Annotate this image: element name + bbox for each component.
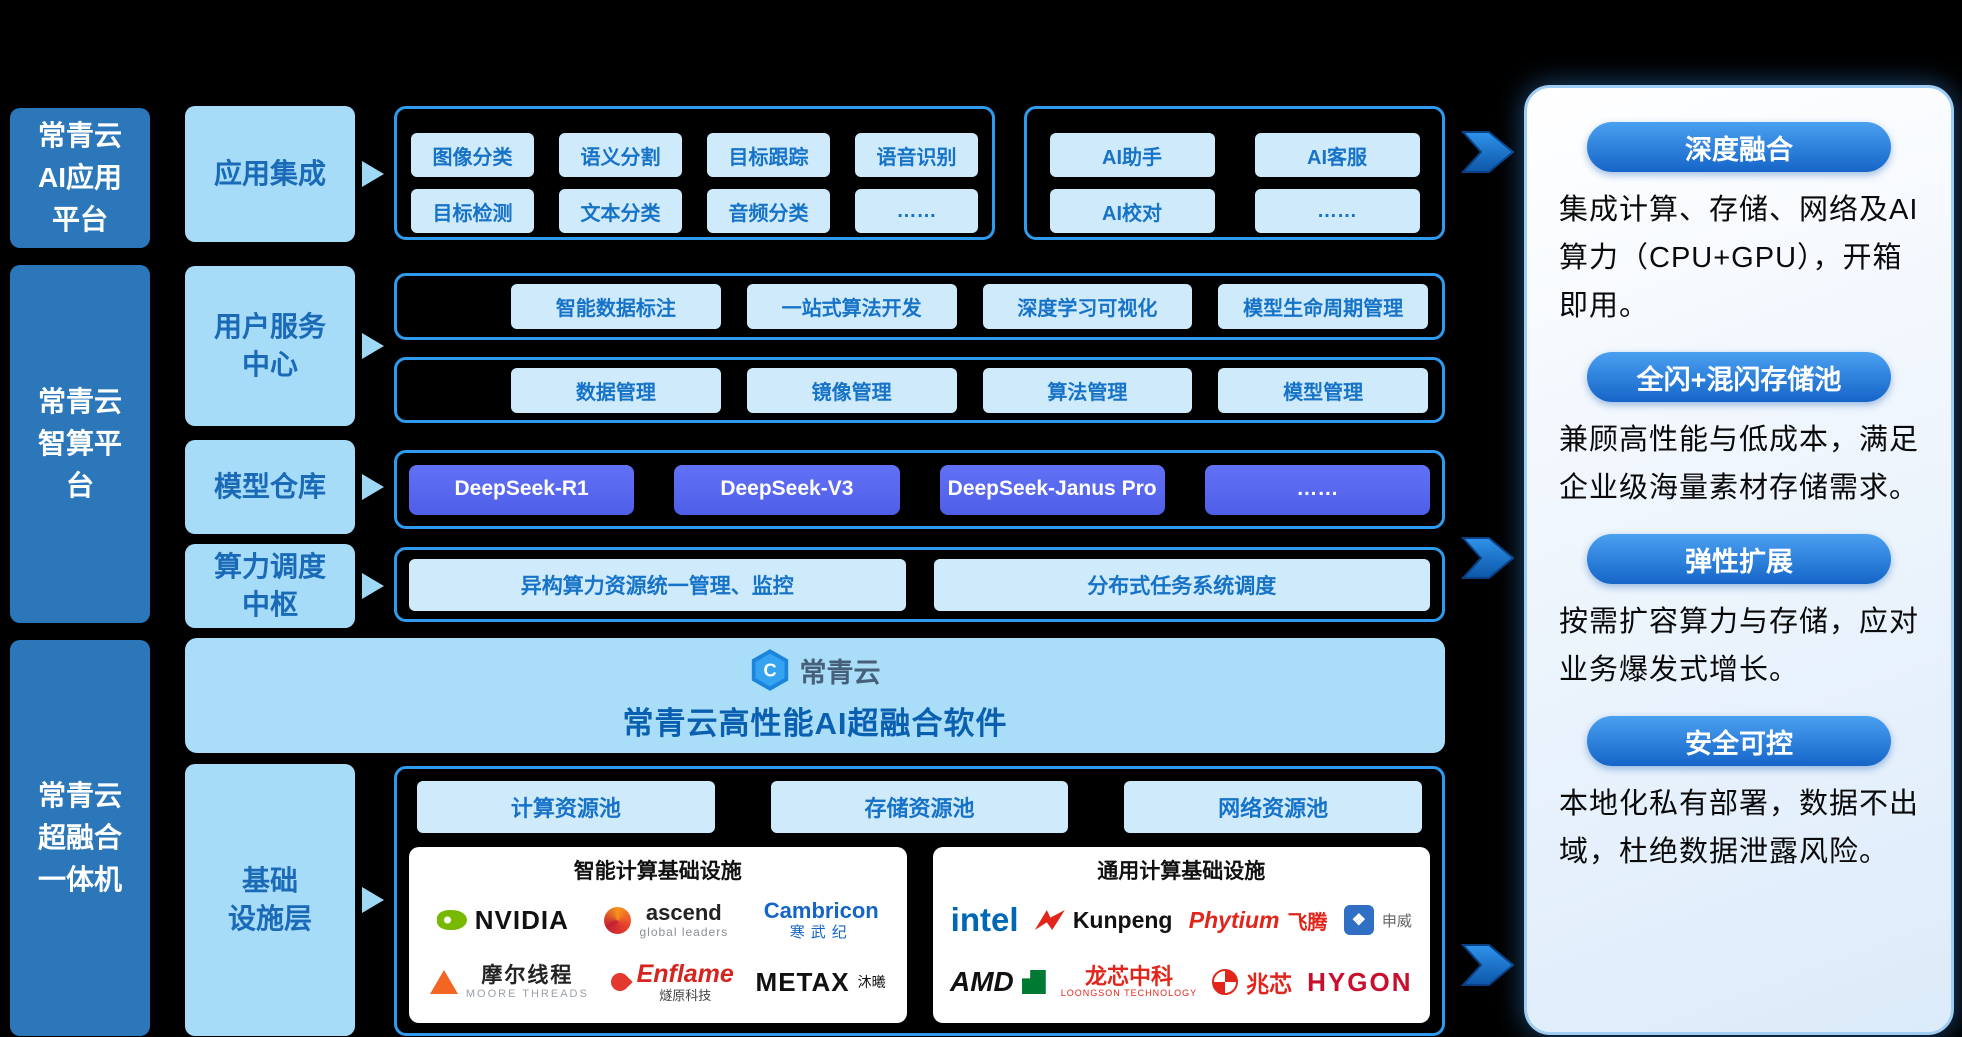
benefit-title-badge: 安全可控	[1587, 716, 1891, 766]
general-computing-title: 通用计算基础设施	[1097, 860, 1266, 883]
benefits-panel: 深度融合 集成计算、存储、网络及AI算力（CPU+GPU），开箱即用。 全闪+混…	[1524, 85, 1954, 1035]
metax-logo: METAX 沐曦	[755, 966, 886, 997]
layer-user-service-center: 用户服务 中心	[185, 266, 355, 426]
user-service-management-frame: 数据管理 镜像管理 算法管理 模型管理	[394, 357, 1445, 423]
app-integration-ai-frame: AI助手 AI客服 AI校对 ……	[1024, 106, 1445, 240]
benefit-body: 本地化私有部署，数据不出域，杜绝数据泄露风险。	[1559, 788, 1920, 868]
user-service-devtools-frame: 智能数据标注 一站式算法开发 深度学习可视化 模型生命周期管理	[394, 273, 1445, 340]
app-chip: AI助手	[1049, 133, 1215, 177]
ascend-logo: ascend global leaders	[604, 901, 728, 938]
kunpeng-bird-icon	[1034, 910, 1065, 930]
changqingyun-logo-icon: C	[751, 649, 788, 691]
scheduling-chip: 分布式任务系统调度	[933, 558, 1430, 611]
kunpeng-logo: Kunpeng	[1034, 907, 1172, 934]
arrow-right-icon	[362, 161, 384, 187]
loongson-logo: 龙芯中科 LOONGSON TECHNOLOGY	[1060, 963, 1198, 999]
amd-logo: AMD	[950, 966, 1046, 998]
nvidia-eye-icon	[436, 910, 467, 930]
app-chip: 音频分类	[707, 189, 830, 233]
arrow-right-icon	[362, 887, 384, 913]
app-chip: ……	[1254, 189, 1420, 233]
big-arrow-right-icon	[1460, 944, 1515, 986]
brand-row: C 常青云	[750, 648, 881, 692]
model-chip: DeepSeek-Janus Pro	[939, 464, 1165, 515]
platform-hyperconverged: 常青云 超融合 一体机	[10, 640, 150, 1036]
big-arrow-right-icon	[1460, 537, 1515, 579]
benefit-section: 弹性扩展 按需扩容算力与存储，应对业务爆发式增长。	[1559, 534, 1919, 694]
arrow-right-icon	[362, 474, 384, 500]
service-chip: 镜像管理	[746, 367, 957, 413]
layer-app-integration: 应用集成	[185, 106, 355, 242]
pool-chip: 网络资源池	[1124, 781, 1423, 833]
benefit-title-badge: 全闪+混闪存储池	[1587, 352, 1891, 402]
layer-model-repository: 模型仓库	[185, 440, 355, 534]
benefit-title-badge: 深度融合	[1587, 122, 1891, 172]
sunway-logo: 申威	[1343, 905, 1412, 935]
benefit-body: 按需扩容算力与存储，应对业务爆发式增长。	[1559, 606, 1920, 686]
service-chip: 深度学习可视化	[982, 284, 1193, 329]
benefit-body: 兼顾高性能与低成本，满足企业级海量素材存储需求。	[1559, 424, 1920, 504]
benefit-body: 集成计算、存储、网络及AI算力（CPU+GPU），开箱即用。	[1559, 194, 1919, 322]
model-chip: DeepSeek-V3	[674, 464, 900, 515]
moore-threads-logo: 摩尔线程 MOORE THREADS	[429, 964, 589, 1000]
software-title: 常青云高性能AI超融合软件	[622, 706, 1008, 741]
model-chip: ……	[1204, 464, 1430, 515]
moore-threads-triangle-icon	[429, 970, 458, 994]
zhaoxin-logo: 兆芯	[1212, 965, 1292, 999]
pool-chip: 存储资源池	[770, 781, 1069, 833]
benefit-section: 深度融合 集成计算、存储、网络及AI算力（CPU+GPU），开箱即用。	[1559, 122, 1919, 330]
sunway-square-icon	[1343, 905, 1374, 935]
service-chip: 一站式算法开发	[746, 284, 957, 329]
arrow-right-icon	[362, 573, 384, 599]
service-chip: 智能数据标注	[511, 284, 721, 329]
intel-logo: intel	[950, 901, 1019, 938]
amd-arrow-icon	[1021, 970, 1046, 994]
service-chip: 模型生命周期管理	[1218, 284, 1428, 329]
intelligent-computing-title: 智能计算基础设施	[573, 860, 742, 883]
model-repository-frame: DeepSeek-R1 DeepSeek-V3 DeepSeek-Janus P…	[394, 450, 1445, 529]
app-chip: 目标检测	[411, 189, 534, 233]
scheduling-chip: 异构算力资源统一管理、监控	[409, 558, 906, 611]
layer-infrastructure: 基础 设施层	[185, 764, 355, 1036]
platform-intelligent-computing: 常青云 智算平 台	[10, 265, 150, 623]
pool-chip: 计算资源池	[417, 781, 715, 833]
model-chip: DeepSeek-R1	[409, 464, 635, 515]
software-banner: C 常青云 常青云高性能AI超融合软件	[185, 638, 1445, 753]
benefit-section: 全闪+混闪存储池 兼顾高性能与低成本，满足企业级海量素材存储需求。	[1559, 352, 1919, 512]
compute-scheduling-frame: 异构算力资源统一管理、监控 分布式任务系统调度	[394, 547, 1445, 622]
app-chip: 语义分割	[559, 133, 682, 177]
service-chip: 算法管理	[982, 367, 1193, 413]
layer-compute-scheduling-hub: 算力调度 中枢	[185, 544, 355, 628]
cambricon-logo: Cambricon 寒武纪	[763, 897, 879, 941]
big-arrow-right-icon	[1460, 131, 1515, 173]
service-chip: 数据管理	[511, 367, 721, 413]
app-chip: 图像分类	[411, 133, 534, 177]
benefit-section: 安全可控 本地化私有部署，数据不出域，杜绝数据泄露风险。	[1559, 716, 1919, 876]
service-chip: 模型管理	[1218, 367, 1428, 413]
app-chip: ……	[855, 189, 978, 233]
arrow-right-icon	[362, 333, 384, 359]
intelligent-computing-box: 智能计算基础设施 NVIDIA ascend global leaders	[409, 847, 907, 1023]
hygon-logo: HYGON	[1307, 966, 1413, 997]
svg-text:C: C	[763, 660, 776, 680]
app-chip: 文本分类	[559, 189, 682, 233]
phytium-logo: Phytium 飞腾	[1188, 906, 1328, 934]
benefit-title-badge: 弹性扩展	[1587, 534, 1891, 584]
ascend-swirl-icon	[604, 906, 632, 934]
brand-name: 常青云	[799, 657, 881, 688]
zhaoxin-circle-icon	[1212, 969, 1239, 995]
general-computing-box: 通用计算基础设施 intel Kunpeng Phytium 飞腾	[932, 847, 1430, 1023]
nvidia-logo: NVIDIA	[436, 905, 569, 936]
app-chip: AI客服	[1254, 133, 1420, 177]
app-chip: 语音识别	[855, 133, 978, 177]
infrastructure-frame: 计算资源池 存储资源池 网络资源池 智能计算基础设施 NVIDIA ascend	[394, 766, 1445, 1036]
enflame-flame-icon	[606, 969, 633, 995]
app-chip: 目标跟踪	[707, 133, 830, 177]
app-chip: AI校对	[1049, 189, 1215, 233]
platform-ai-app: 常青云 AI应用 平台	[10, 108, 150, 248]
app-integration-cv-frame: 图像分类 语义分割 目标跟踪 语音识别 目标检测 文本分类 音频分类 ……	[394, 106, 995, 240]
enflame-logo: Enflame 燧原科技	[606, 961, 734, 1003]
